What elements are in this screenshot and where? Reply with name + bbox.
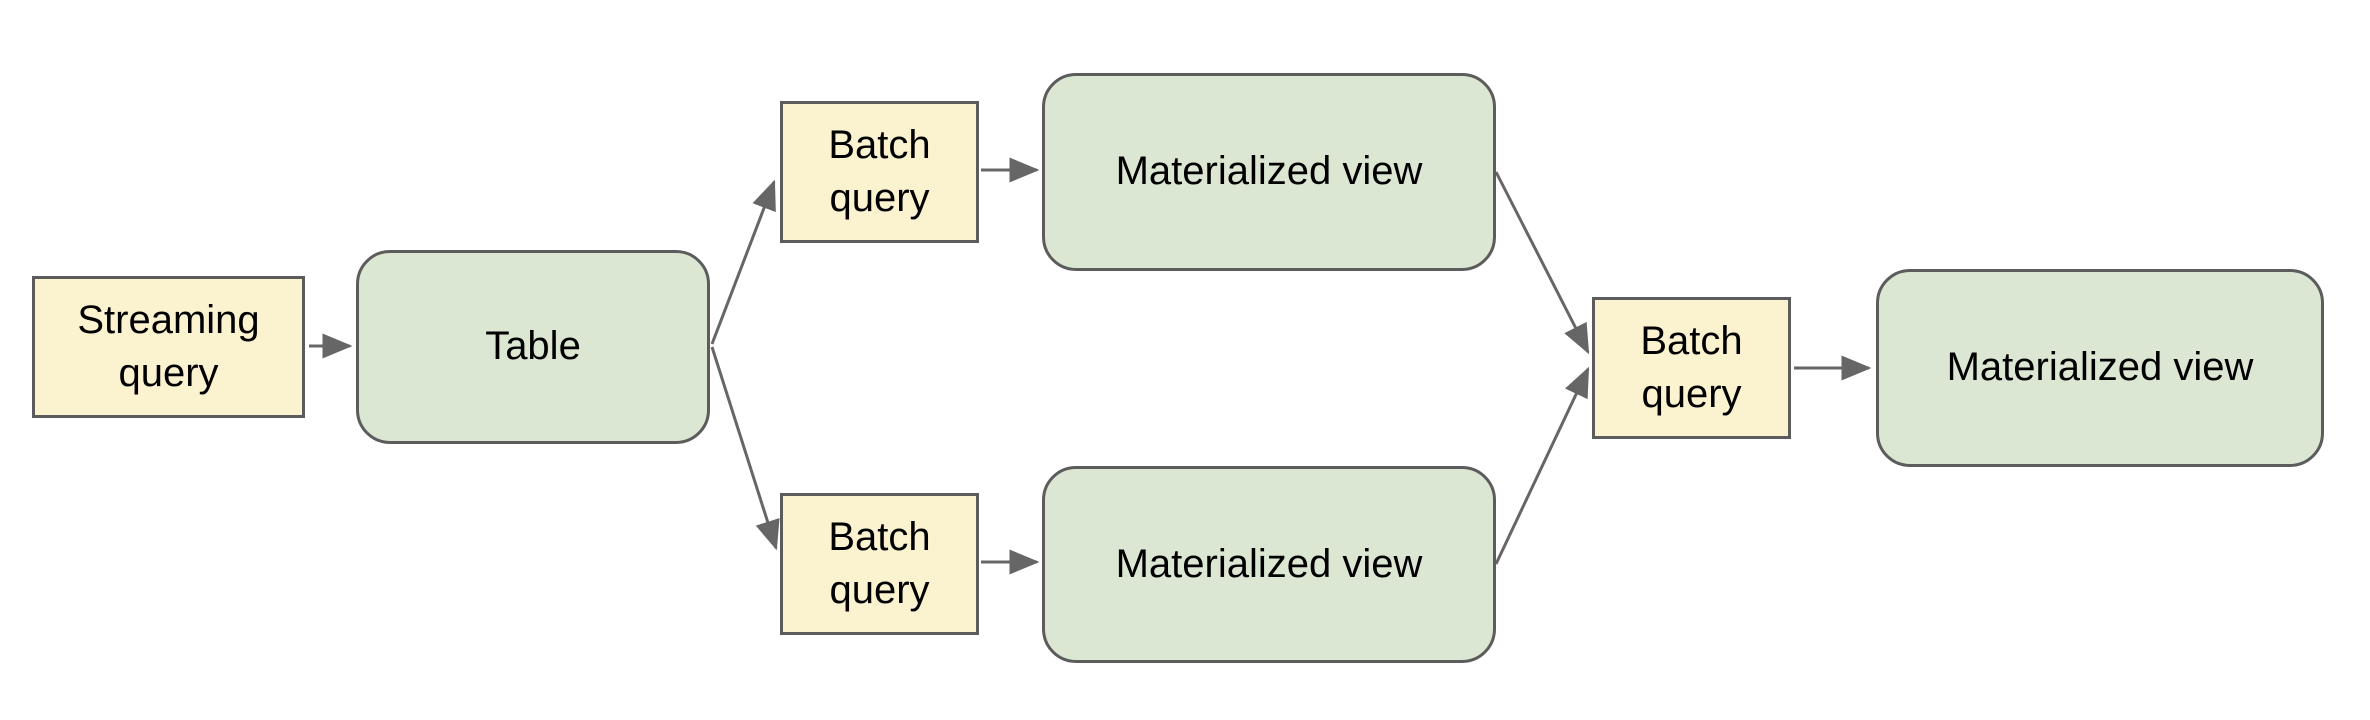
edge-table-to-batch-query-bottom [710,346,780,551]
node-batch-query-top: Batch query [780,101,979,243]
node-materialized-view-top: Materialized view [1042,73,1496,271]
edge-table-to-batch-query-top [710,179,776,345]
node-label: Batch query [828,122,931,220]
edge-materialized-view-bottom-to-batch-query-right [1494,366,1590,565]
node-materialized-view-bottom: Materialized view [1042,466,1496,663]
node-label: Table [485,324,581,369]
node-label: Materialized view [1115,541,1423,586]
node-label: Materialized view [1115,149,1423,194]
node-label: Batch query [1640,318,1743,416]
node-materialized-view-right: Materialized view [1876,269,2324,467]
node-streaming-query: Streaming query [32,276,305,418]
edge-materialized-view-top-to-batch-query-right [1494,171,1590,355]
node-table: Table [356,250,710,444]
node-batch-query-right: Batch query [1592,297,1791,439]
node-batch-query-bottom: Batch query [780,493,979,635]
node-label: Materialized view [1946,345,2254,390]
node-label: Streaming query [77,297,260,395]
node-label: Batch query [828,514,931,612]
